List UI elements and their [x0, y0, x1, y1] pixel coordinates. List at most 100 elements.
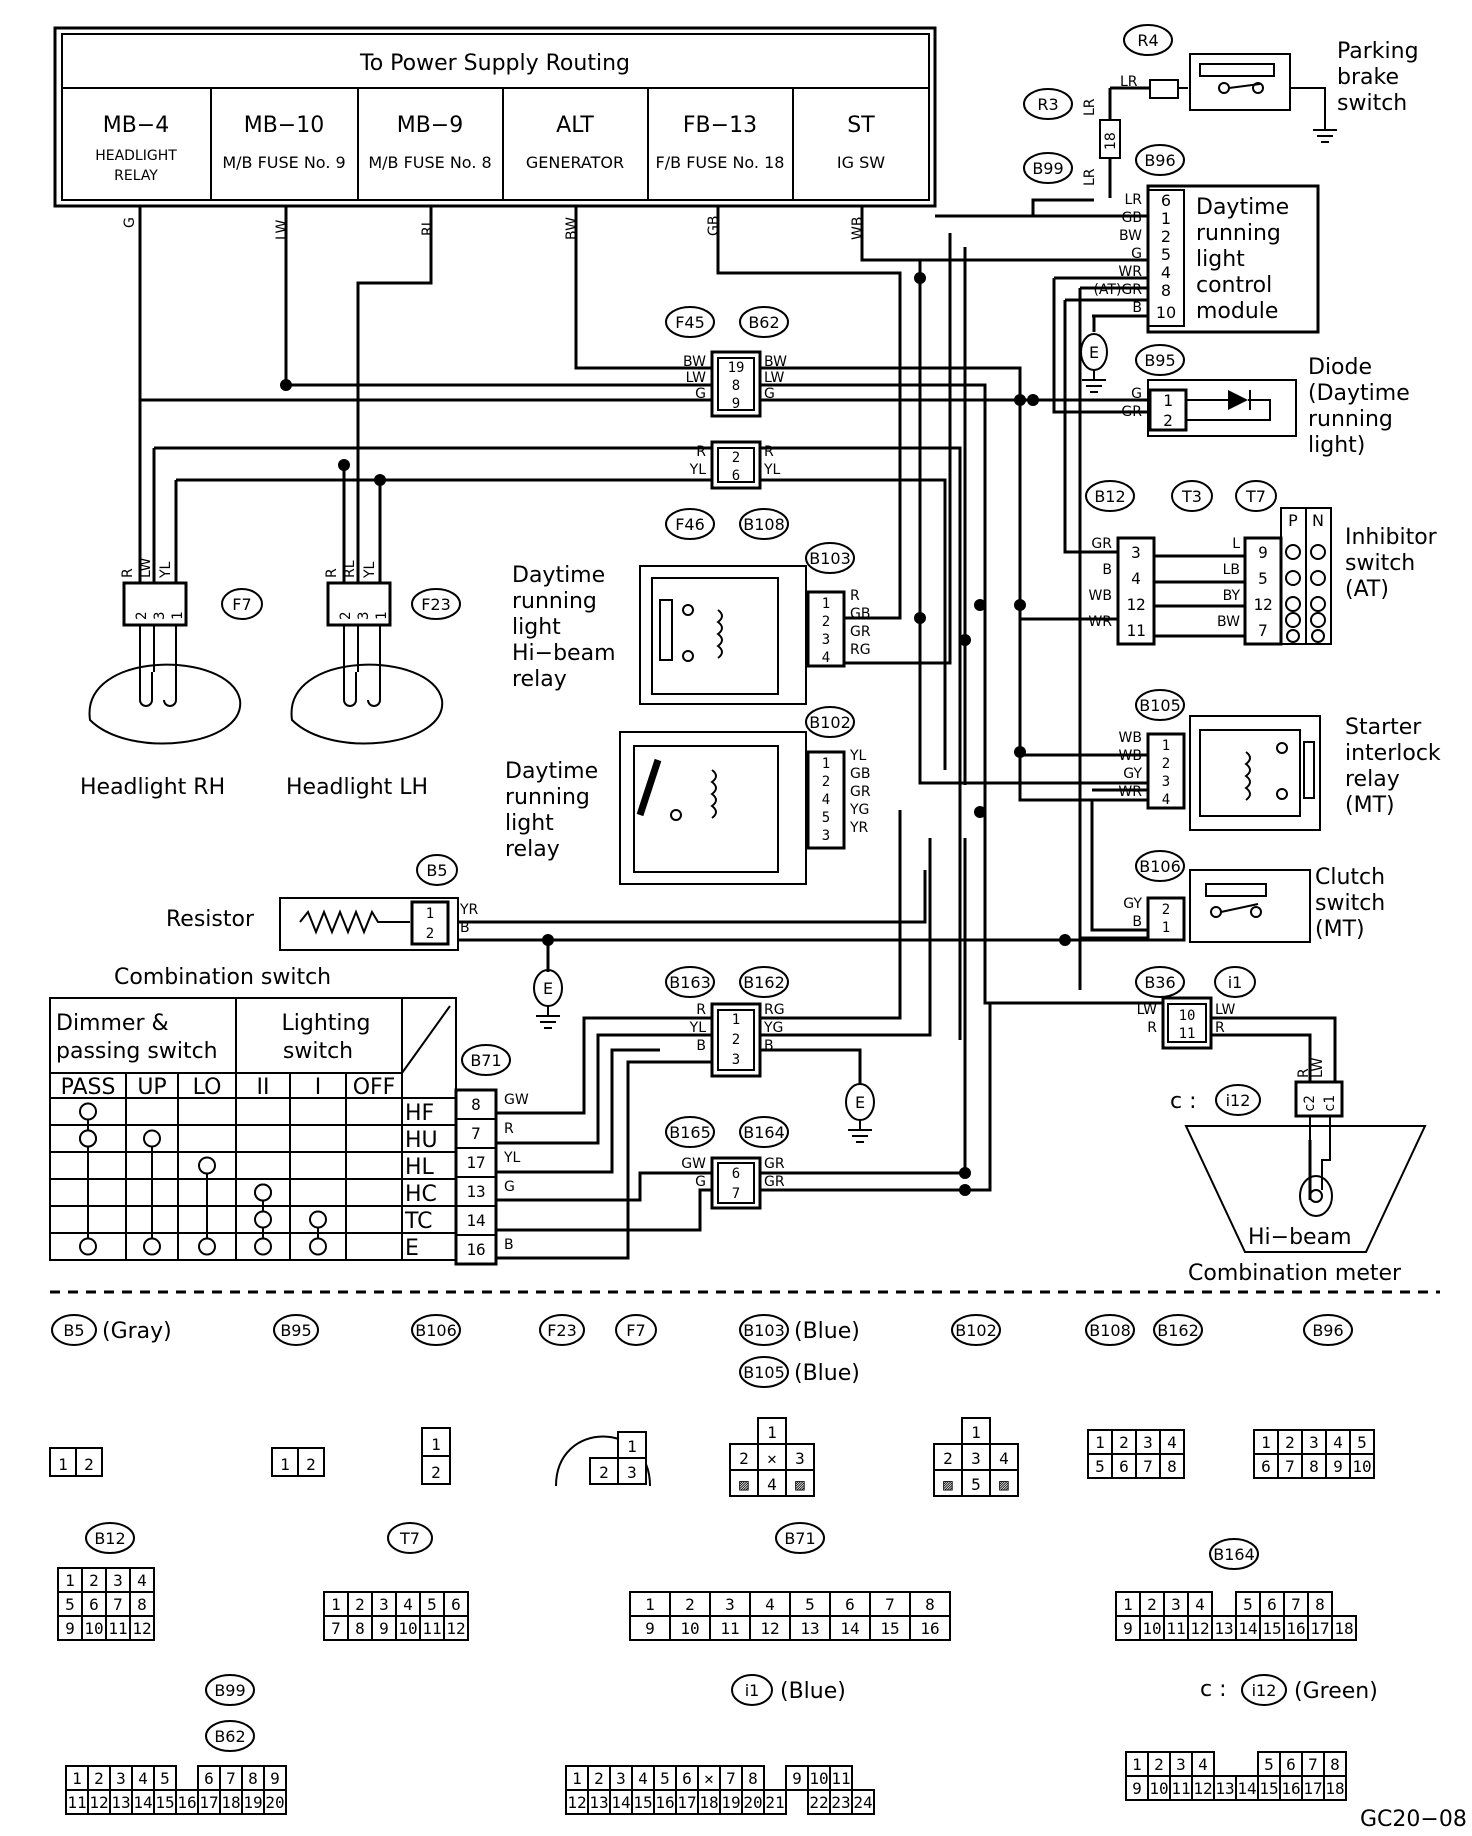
cavity-number: 18: [1334, 1619, 1353, 1638]
cavity-number: 12: [132, 1619, 151, 1638]
hibeam-relay-label-2: running: [512, 589, 597, 614]
cavity-number: 1: [971, 1423, 981, 1442]
connector-cavity: [297, 1447, 325, 1477]
connector-cavity: [763, 1789, 787, 1815]
supply-id-st: ST: [847, 113, 875, 138]
cavity-number: 5: [805, 1595, 815, 1614]
switch-col-0: PASS: [61, 1075, 116, 1100]
connector-cavity: [263, 1789, 287, 1815]
connector-cavity: [129, 1615, 155, 1641]
cavity-number: 4: [138, 1769, 148, 1788]
legend-f7: F7: [626, 1321, 645, 1340]
connector-cavity: [105, 1615, 131, 1641]
cavity-number: 2: [306, 1455, 316, 1474]
b71-wire: GW: [504, 1092, 529, 1108]
connector-cavity: [785, 1469, 815, 1497]
svg-text:G: G: [695, 386, 706, 402]
drl-relay-label-1: Daytime: [505, 759, 598, 784]
conn-b106: B106: [1139, 857, 1181, 876]
cavity-number: 19: [243, 1793, 262, 1812]
cavity-number: 11: [422, 1619, 441, 1638]
cavity-number: 8: [1315, 1595, 1325, 1614]
b96-wire-2: GB: [1122, 210, 1142, 226]
svg-text:GR: GR: [764, 1174, 785, 1190]
cavity-number: 9: [1123, 1619, 1133, 1638]
cavity-number: 18: [221, 1793, 240, 1812]
cavity-number: 2: [739, 1449, 749, 1468]
cavity-number: 3: [725, 1595, 735, 1614]
svg-text:WR: WR: [1118, 784, 1142, 800]
legend-b12: B12: [94, 1529, 125, 1548]
cavity-number: 3: [113, 1571, 123, 1590]
cavity-number: 9: [379, 1619, 389, 1638]
supply-id-mb4: MB−4: [103, 113, 170, 138]
svg-text:2: 2: [822, 614, 830, 630]
cavity-number: 10: [1149, 1779, 1168, 1798]
clutch-label-3: (MT): [1315, 917, 1365, 942]
cavity-number: 16: [920, 1619, 939, 1638]
legend-b5: B5: [63, 1321, 84, 1340]
resistor: Resistor B5 1 2 YR B: [166, 854, 479, 951]
cavity-number: 2: [1154, 1755, 1164, 1774]
switch-row-hu: HU: [405, 1128, 438, 1153]
cavity-number: 4: [1333, 1433, 1343, 1452]
cavity-number: 7: [1285, 1457, 1295, 1476]
svg-text:RL: RL: [342, 560, 358, 578]
starter-label-2: interlock: [1345, 741, 1441, 766]
switch-col-1: UP: [137, 1075, 166, 1100]
supply-id-mb10: MB−10: [244, 113, 325, 138]
cavity-number: 1: [572, 1769, 582, 1788]
svg-text:YL: YL: [362, 561, 378, 579]
cavity-number: 7: [1291, 1595, 1301, 1614]
connector-cavity: [1163, 1615, 1189, 1641]
hibeam-relay: Daytime running light Hi−beam relay B103…: [512, 542, 871, 705]
drl-relay-label-3: light: [505, 811, 554, 836]
svg-text:R: R: [696, 1002, 706, 1018]
svg-text:11: 11: [1179, 1026, 1196, 1042]
connector-cavity: [757, 1443, 787, 1471]
svg-text:4: 4: [1162, 792, 1170, 808]
cavity-number: 22: [809, 1793, 828, 1812]
cavity-number: 9: [1333, 1457, 1343, 1476]
hibeam-label: Hi−beam: [1248, 1225, 1352, 1250]
wire-label-gb: GB: [706, 216, 722, 236]
svg-text:2: 2: [1162, 756, 1170, 772]
svg-text:YG: YG: [763, 1020, 783, 1036]
cavity-number: 17: [199, 1793, 218, 1812]
svg-text:B: B: [460, 920, 470, 936]
svg-text:19: 19: [728, 360, 745, 376]
cavity-number: 14: [133, 1793, 152, 1812]
svg-text:YR: YR: [459, 902, 479, 918]
connector-cavity: [271, 1447, 299, 1477]
drl-module-label-1: Daytime: [1196, 195, 1289, 220]
switch-contact: [254, 1183, 272, 1202]
cavity-number: 8: [355, 1619, 365, 1638]
svg-text:RG: RG: [764, 1002, 785, 1018]
switch-row-e: E: [405, 1236, 419, 1261]
connector-b163-b162: B163 B162 1 2 3 R YL B RG YG B: [665, 966, 789, 1078]
cavity-number: 10: [1142, 1619, 1161, 1638]
cavity-number: 6: [1286, 1755, 1296, 1774]
connector-cavity: [49, 1447, 77, 1477]
parking-brake-label-1: Parking: [1337, 39, 1419, 64]
legend-i1-color: (Blue): [780, 1679, 846, 1704]
cavity-number: 14: [840, 1619, 859, 1638]
cavity-number: 20: [265, 1793, 284, 1812]
cavity-number: 2: [431, 1463, 441, 1482]
cavity-number: 15: [1262, 1619, 1281, 1638]
svg-text:R: R: [850, 588, 860, 604]
connector-cavity: [617, 1457, 647, 1485]
svg-text:2: 2: [134, 612, 150, 620]
svg-text:GB: GB: [850, 606, 870, 622]
cavity-number: 21: [765, 1793, 784, 1812]
cavity-number: 16: [1281, 1779, 1300, 1798]
svg-text:6: 6: [732, 468, 740, 484]
cavity-number: 15: [1259, 1779, 1278, 1798]
cavity-number: 17: [677, 1793, 696, 1812]
conn-b102: B102: [809, 713, 851, 732]
svg-text:WB: WB: [1119, 730, 1142, 746]
cavity-number: 9: [270, 1769, 280, 1788]
connector-cavity: [1325, 1429, 1351, 1455]
b96-wire-7: B: [1132, 300, 1142, 316]
